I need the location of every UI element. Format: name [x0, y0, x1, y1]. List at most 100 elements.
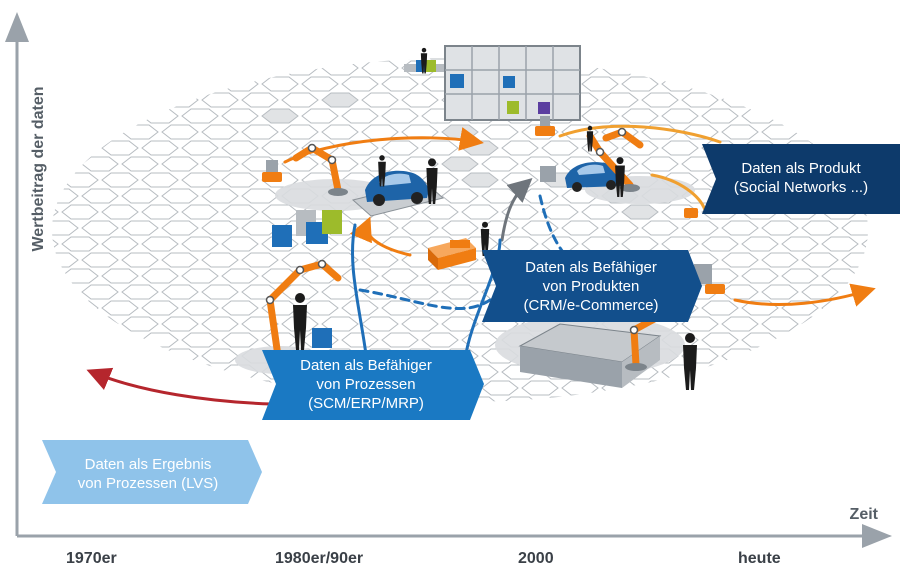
hexagon-tile	[141, 300, 179, 316]
hexagon-tile	[821, 268, 859, 284]
hexagon-tile	[721, 316, 759, 332]
hexagon-tile	[181, 268, 219, 284]
hexagon-tile	[861, 108, 868, 124]
hexagon-tile	[861, 236, 868, 252]
hexagon-tile	[441, 284, 479, 300]
hexagon-tile	[181, 58, 219, 60]
hexagon-tile	[61, 204, 99, 220]
hexagon-tile	[681, 124, 719, 140]
hexagon-tile	[381, 300, 419, 316]
hexagon-tile	[721, 60, 759, 76]
hexagon-tile	[321, 60, 359, 76]
hexagon-tile	[221, 140, 259, 156]
hexagon-tile	[761, 380, 799, 396]
hexagon-tile	[621, 58, 659, 60]
person-icon	[426, 158, 438, 204]
hexagon-tile	[562, 413, 598, 427]
hexagon-tile	[221, 58, 259, 60]
stage-4-callout	[702, 144, 900, 214]
stage-2-line-3: (SCM/ERP/MRP)	[308, 395, 424, 412]
hexagon-tile	[481, 220, 519, 236]
hexagon-tile	[141, 58, 179, 60]
hexagon-tile	[181, 332, 219, 348]
hexagon-tile	[841, 124, 868, 140]
hexagon-tile	[241, 60, 279, 76]
hexagon-tile	[101, 108, 139, 124]
hexagon-tile	[61, 140, 99, 156]
people	[293, 47, 697, 390]
hexagon-tile	[141, 76, 179, 92]
hexagon-tile	[52, 236, 59, 252]
hexagon-tile	[221, 76, 259, 92]
stage-3-line-2: von Produkten	[542, 278, 640, 295]
hexagon-tile	[52, 364, 59, 380]
hexagon-tile	[141, 108, 179, 124]
hexagon-tile	[61, 332, 99, 348]
hexagon-tile	[601, 220, 639, 236]
hexagon-tile	[501, 236, 539, 252]
hexagon-tile	[141, 140, 179, 156]
hexagon-tile	[841, 252, 868, 268]
hexagon-tile	[281, 252, 319, 268]
hexagon-tile	[661, 236, 699, 252]
hexagon-tile	[101, 58, 139, 60]
hexagon-tile	[721, 252, 759, 268]
hexagon-tile	[841, 220, 868, 236]
hexagon-tile	[81, 60, 119, 76]
hexagon-tile	[161, 124, 199, 140]
hexagon-tile	[481, 380, 519, 396]
hexagon-tile	[201, 60, 239, 76]
hexagon-tile	[141, 268, 179, 284]
hexagon-tile	[681, 316, 719, 332]
hexagon-tile	[781, 268, 819, 284]
hexagon-tile	[161, 252, 199, 268]
hexagon-tile	[361, 60, 399, 76]
hexagon-tile	[241, 316, 279, 332]
hexagon-tile	[501, 396, 539, 402]
hexagon-tile	[221, 108, 259, 124]
hexagon-tile	[781, 108, 819, 124]
hexagon-tile	[341, 268, 379, 284]
era-label: 1980er/90er	[275, 550, 364, 567]
hexagon-tile	[321, 124, 359, 140]
hexagon-tile	[161, 220, 199, 236]
era-label: 1970er	[66, 550, 117, 567]
hexagon-tile	[261, 204, 299, 220]
hexagon-tile	[861, 332, 868, 348]
hexagon-tile	[81, 316, 119, 332]
person-icon	[293, 293, 307, 350]
hexagon-tile	[661, 76, 699, 92]
hexagon-tile	[52, 332, 59, 348]
hexagon-tile	[141, 364, 179, 380]
hexagon-tile	[241, 252, 279, 268]
hexagon-tile	[581, 204, 619, 220]
hexagon-tile	[801, 92, 839, 108]
hexagon-tile	[361, 92, 399, 108]
hexagon-tile	[221, 300, 259, 316]
hexagon-tile	[301, 58, 339, 60]
hexagon-tile	[201, 124, 239, 140]
hexagon-tile	[861, 364, 868, 380]
hexagon-tile	[761, 252, 799, 268]
hexagon-tile	[761, 92, 799, 108]
hexagon-tile	[121, 124, 159, 140]
person-icon	[615, 157, 625, 197]
hexagon-tile	[81, 220, 119, 236]
hexagon-tile	[861, 58, 868, 60]
stage-1-line-2: von Prozessen (LVS)	[77, 475, 219, 492]
hexagon-tile	[101, 332, 139, 348]
hexagon-tile	[801, 316, 839, 332]
hexagon-tile	[141, 204, 179, 220]
conveyor-icon	[518, 323, 662, 388]
stage-2-line-2: von Prozessen	[316, 376, 416, 393]
hexagon-tile	[761, 60, 799, 76]
hexagon-tile	[841, 380, 868, 396]
hexagon-tile	[52, 204, 59, 220]
hexagon-tile	[381, 140, 419, 156]
stage-3-label: Daten als Befähiger von Produkten (CRM/e…	[488, 258, 694, 315]
hexagon-tile	[221, 268, 259, 284]
hexagon-tile	[381, 108, 419, 124]
hexagon-tile	[321, 92, 359, 108]
hexagon-tile	[241, 124, 279, 140]
hexagon-tile	[161, 92, 199, 108]
